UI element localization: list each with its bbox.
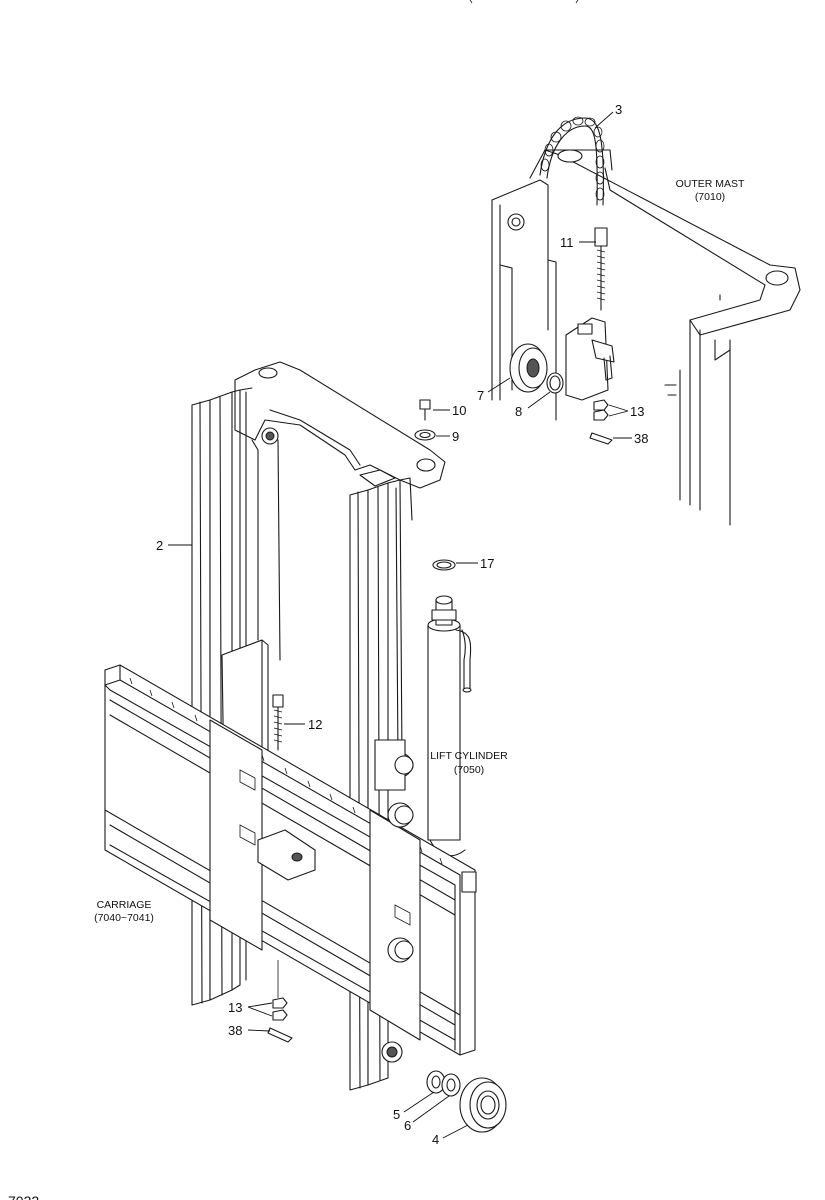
outer-mast-label: OUTER MAST: [676, 178, 745, 190]
callout-17: 17: [480, 556, 494, 571]
lift-cylinder-code: (7050): [454, 764, 484, 776]
callout-11: 11: [560, 235, 574, 250]
callout-2: 2: [156, 538, 163, 553]
roller-bearing: [381, 1041, 507, 1133]
outer-mast-code: (7010): [695, 191, 725, 203]
top-edge-artifact: [469, 0, 579, 4]
callout-8: 8: [515, 404, 522, 419]
callout-38-upper: 38: [634, 431, 648, 446]
callout-13-lower: 13: [228, 1000, 242, 1015]
callout-4: 4: [432, 1132, 439, 1147]
assembly-labels: OUTER MAST (7010) LIFT CYLINDER (7050) C…: [94, 178, 745, 924]
carriage: [104, 664, 477, 1056]
callout-6: 6: [404, 1118, 411, 1133]
nuts-upper: [589, 399, 613, 445]
washers: [414, 399, 436, 441]
callout-numbers: 3 11 7 8 10 9 13 38 2 17 12 13 38 5 6 4: [156, 102, 648, 1147]
carriage-pin: [272, 694, 284, 751]
anchor-bolt: [594, 227, 608, 311]
callout-5: 5: [393, 1107, 400, 1122]
nuts-lower: [267, 960, 293, 1043]
callout-38-lower: 38: [228, 1023, 242, 1038]
outer-mast: [491, 149, 801, 526]
chain-sheave: [509, 343, 564, 394]
page-number: 7032: [8, 1193, 39, 1200]
leader-lines: [168, 111, 632, 1139]
carriage-code: (7040~7041): [94, 912, 154, 924]
callout-13-upper: 13: [630, 404, 644, 419]
callout-12: 12: [308, 717, 322, 732]
lift-cylinder-label: LIFT CYLINDER: [430, 750, 508, 762]
callout-9: 9: [452, 429, 459, 444]
callout-7: 7: [477, 388, 484, 403]
lift-cylinder: [427, 559, 472, 857]
callout-10: 10: [452, 403, 466, 418]
lift-chain: [539, 116, 605, 206]
callout-3: 3: [615, 102, 622, 117]
carriage-label: CARRIAGE: [97, 899, 152, 911]
